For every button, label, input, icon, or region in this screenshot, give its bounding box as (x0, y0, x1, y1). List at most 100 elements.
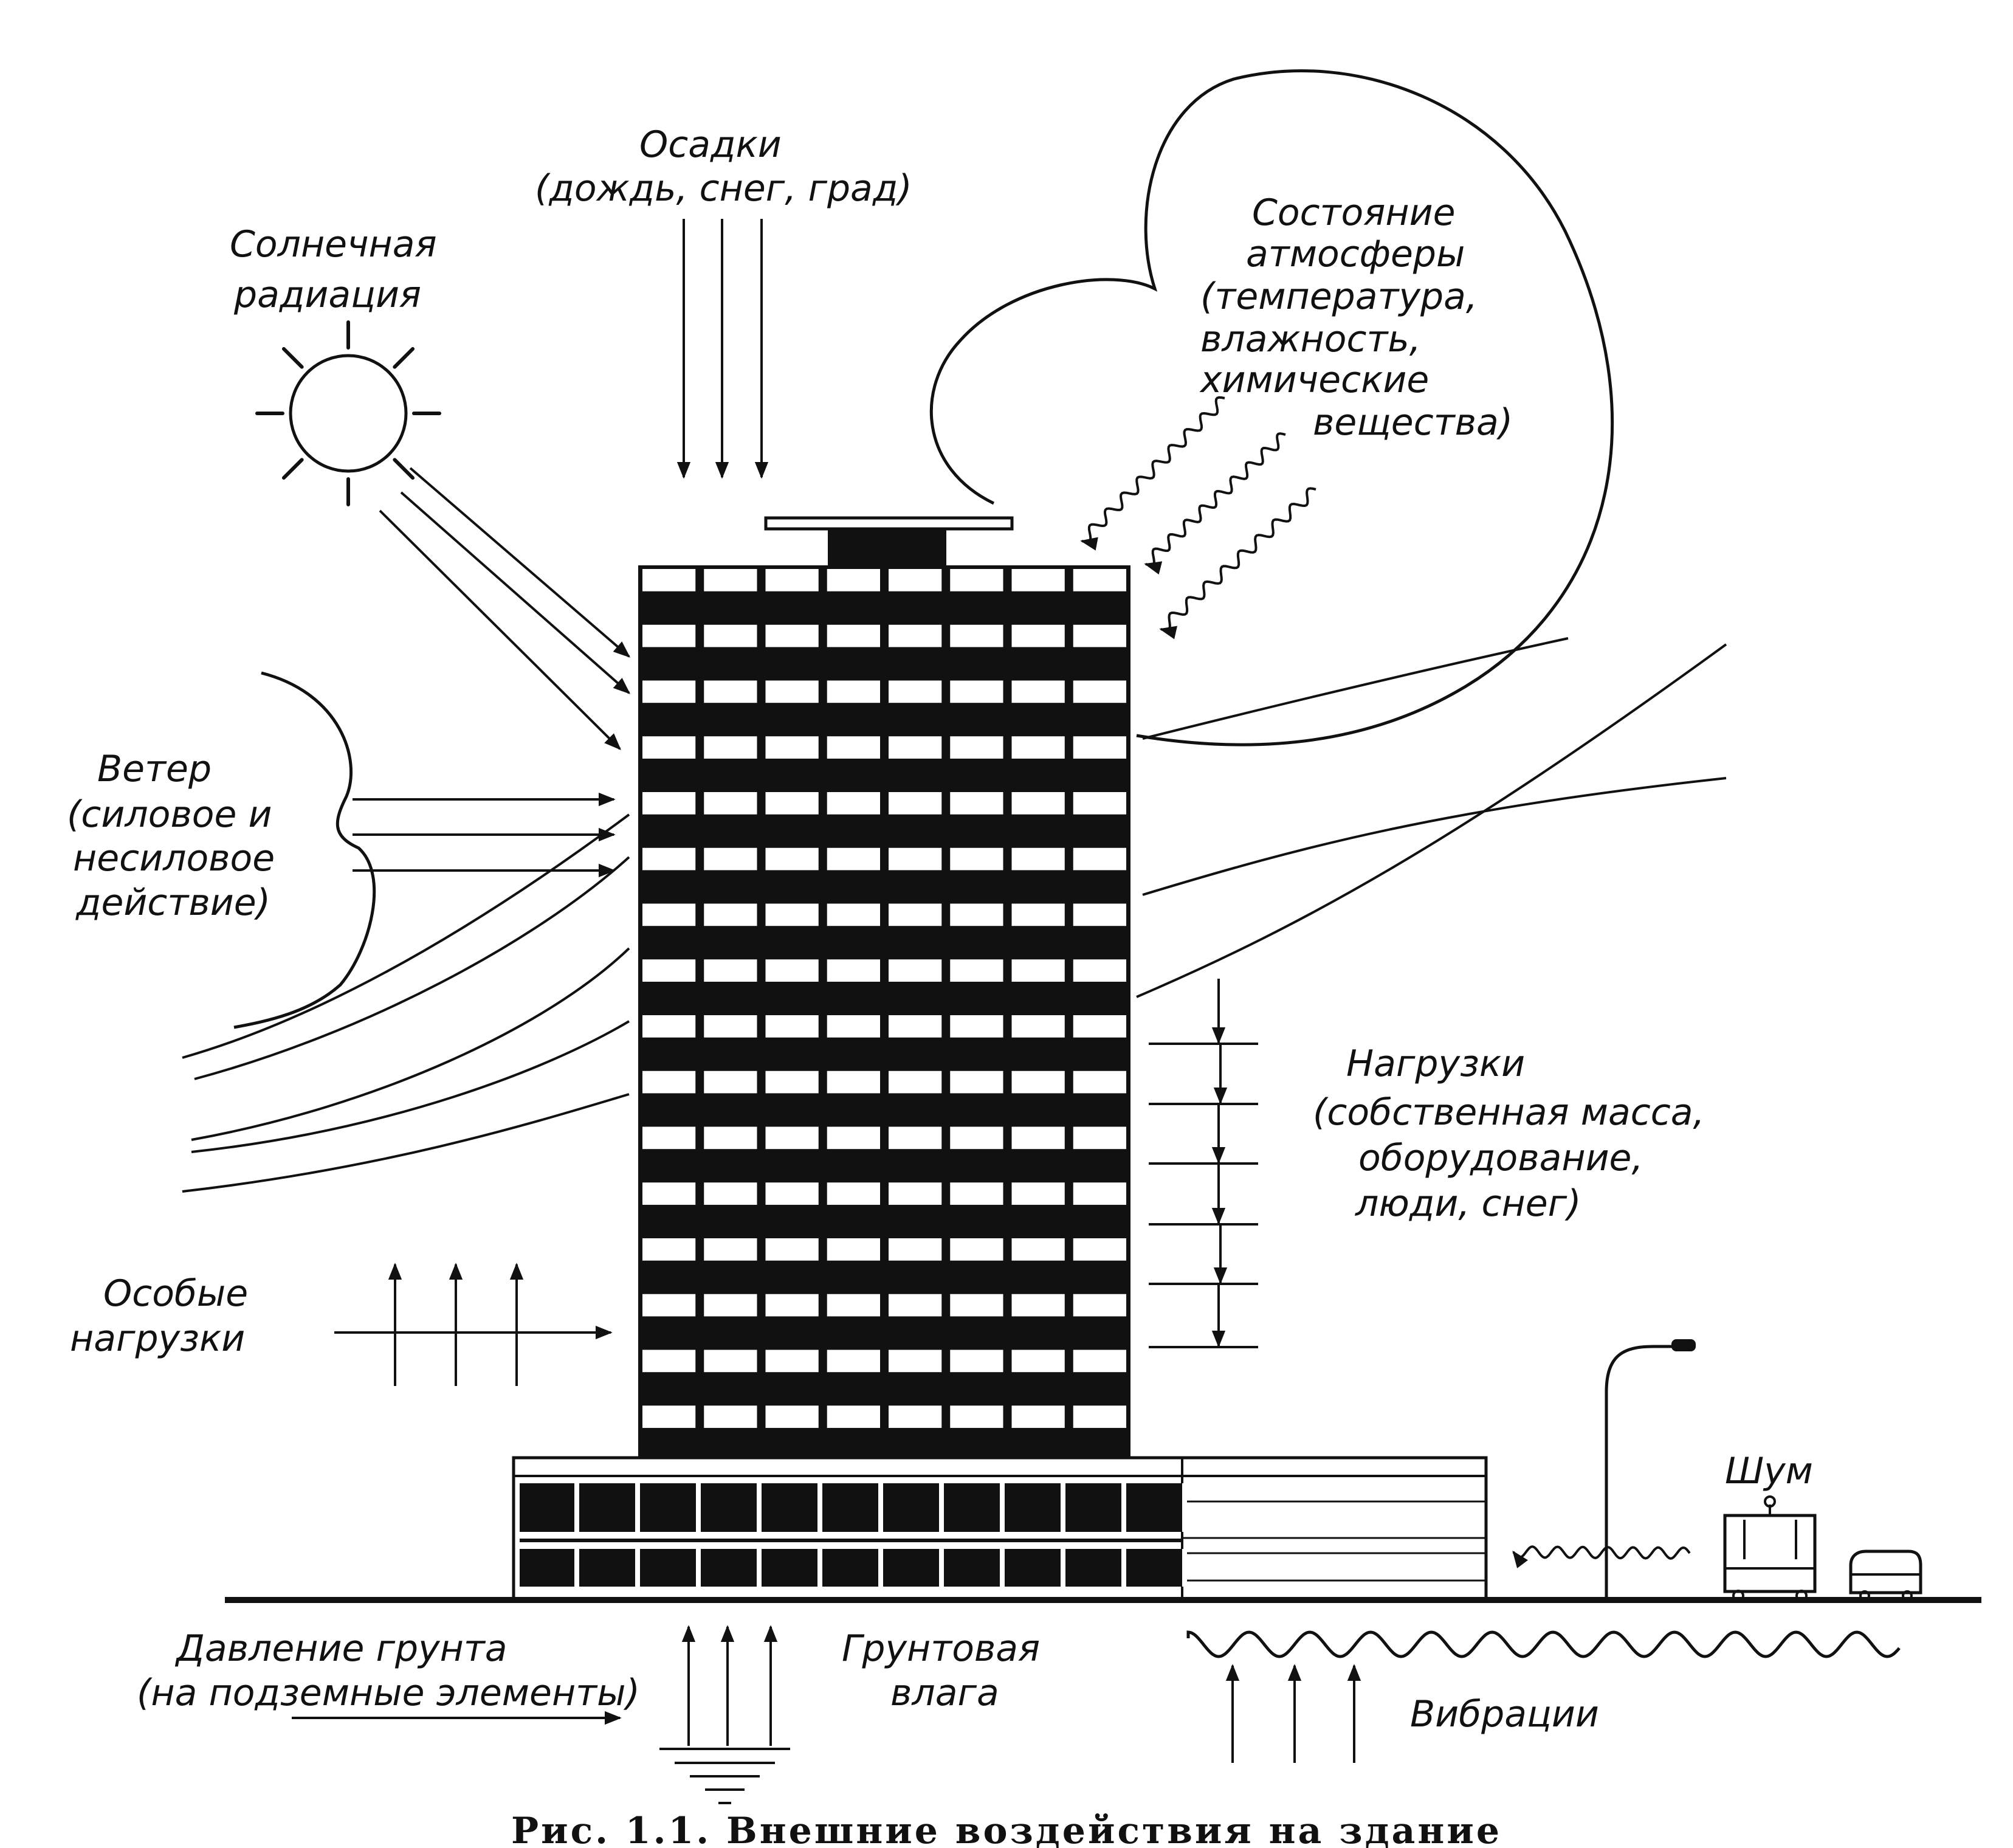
solar-radiation-arrows (379, 467, 631, 750)
mullion (939, 1483, 944, 1532)
svg-text:радиация: радиация (233, 274, 421, 316)
window (889, 959, 942, 982)
svg-text:химические: химические (1199, 359, 1429, 401)
mullion (1182, 1483, 1187, 1532)
window (827, 1405, 880, 1428)
mullion (817, 1549, 822, 1587)
window (1011, 624, 1065, 647)
window (950, 1405, 1003, 1428)
window (950, 569, 1003, 591)
window (1073, 1405, 1126, 1428)
window (889, 903, 942, 926)
mullion (878, 1483, 883, 1532)
window (765, 1294, 819, 1317)
sun-ray (393, 346, 415, 369)
svg-text:Особые: Особые (103, 1272, 248, 1315)
svg-text:влага: влага (890, 1672, 999, 1714)
sun-ray (281, 458, 304, 480)
window (827, 1294, 880, 1317)
window (765, 736, 819, 759)
figure-caption: Рис. 1.1. Внешние воздействия на здание (511, 1810, 1502, 1848)
window (1073, 680, 1126, 703)
window (1073, 959, 1126, 982)
svg-text:оборудование,: оборудование, (1358, 1137, 1643, 1179)
window (1011, 680, 1065, 703)
window (704, 1238, 757, 1261)
window (950, 736, 1003, 759)
window (950, 792, 1003, 815)
groundwater-arrows (681, 1625, 778, 1746)
noise-wave-arrow (1512, 1545, 1691, 1568)
window (1073, 1182, 1126, 1205)
mullion (696, 1483, 701, 1532)
svg-text:(собственная масса,: (собственная масса, (1313, 1091, 1705, 1134)
sun-ray (281, 346, 304, 369)
window (889, 1126, 942, 1150)
window (950, 680, 1003, 703)
window (642, 624, 696, 647)
window (765, 1238, 819, 1261)
window (1073, 1126, 1126, 1150)
window (950, 1238, 1003, 1261)
building (512, 516, 1488, 1602)
window (765, 1071, 819, 1094)
window (1073, 1015, 1126, 1038)
window (889, 1015, 942, 1038)
label-special-loads: Особые нагрузки (70, 1272, 248, 1360)
mullion (1000, 1549, 1005, 1587)
svg-text:Солнечная: Солнечная (230, 223, 437, 266)
window (704, 792, 757, 815)
atmosphere-wavy-arrows (1080, 396, 1316, 640)
window (827, 1350, 880, 1373)
window (704, 1405, 757, 1428)
svg-text:влажность,: влажность, (1200, 318, 1421, 360)
window (765, 847, 819, 871)
window (1073, 624, 1126, 647)
window (704, 624, 757, 647)
window (1011, 569, 1065, 591)
sun-icon (255, 320, 441, 506)
vibration-arrows (1225, 1664, 1361, 1763)
mullion (878, 1549, 883, 1587)
mullion (757, 1549, 762, 1587)
window (1011, 1071, 1065, 1094)
window (950, 1126, 1003, 1150)
svg-text:(дождь, снег, град): (дождь, снег, град) (535, 167, 912, 210)
window (765, 1015, 819, 1038)
window (642, 680, 696, 703)
window (1011, 1350, 1065, 1373)
mullion (1000, 1483, 1005, 1532)
window (642, 792, 696, 815)
window (1011, 1182, 1065, 1205)
mullion (1182, 1549, 1187, 1587)
window (1073, 1071, 1126, 1094)
svg-text:Ветер: Ветер (97, 748, 212, 790)
window (889, 569, 942, 591)
window (827, 959, 880, 982)
window (642, 1294, 696, 1317)
window (1011, 903, 1065, 926)
window (1011, 1405, 1065, 1428)
label-atmosphere: Состояние атмосферы (температура, влажно… (1199, 191, 1513, 444)
window (1011, 1294, 1065, 1317)
window (827, 1238, 880, 1261)
window (1011, 1015, 1065, 1038)
window (765, 624, 819, 647)
window (950, 1015, 1003, 1038)
label-noise: Шум (1725, 1450, 1813, 1492)
wind-arrows (353, 792, 616, 878)
window (642, 1126, 696, 1150)
svg-text:Нагрузки: Нагрузки (1346, 1043, 1525, 1085)
window (704, 959, 757, 982)
window (765, 1350, 819, 1373)
window (642, 903, 696, 926)
window (827, 736, 880, 759)
window (765, 903, 819, 926)
window (1011, 1126, 1065, 1150)
wind-flow-lines-left (182, 813, 630, 1193)
window (1073, 903, 1126, 926)
window (765, 792, 819, 815)
window (1073, 569, 1126, 591)
svg-text:вещества): вещества) (1313, 401, 1513, 444)
mullion (817, 1483, 822, 1532)
